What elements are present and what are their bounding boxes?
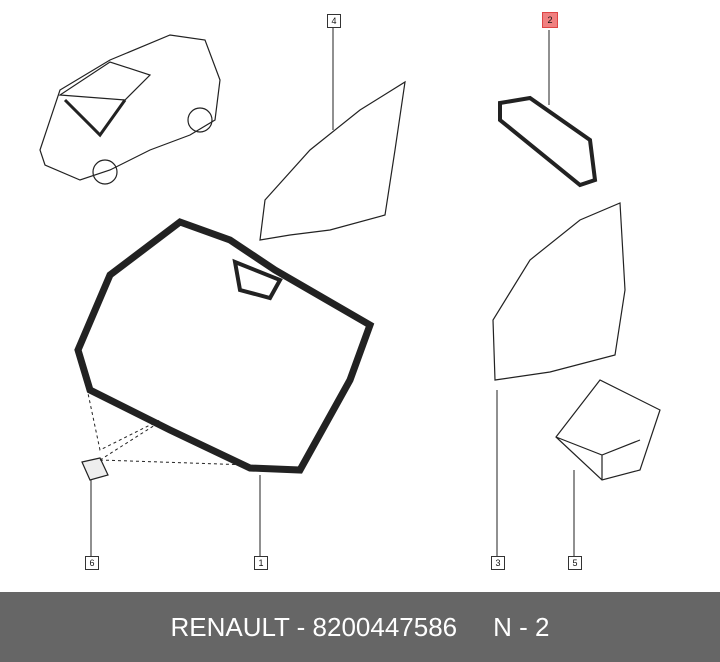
callout-5[interactable]: 5: [568, 556, 582, 570]
callout-3[interactable]: 3: [491, 556, 505, 570]
clip-kit-box: [555, 379, 661, 481]
diagram-position: N - 2: [493, 611, 550, 642]
windscreen: [74, 218, 375, 474]
callout-6[interactable]: 6: [85, 556, 99, 570]
brand-part-number: RENAULT - 8200447586: [170, 611, 458, 642]
front-door-glass: [259, 80, 406, 241]
parts-diagram: [39, 28, 661, 558]
part-info-bar: RENAULT - 8200447586 N - 2: [0, 592, 720, 662]
callout-4[interactable]: 4: [327, 14, 341, 28]
rear-door-glass: [492, 202, 626, 381]
adhesive-block: [81, 457, 109, 481]
callout-1[interactable]: 1: [254, 556, 268, 570]
quarter-glass: [498, 95, 598, 188]
vehicle-illustration: [39, 34, 221, 185]
callout-2-highlighted[interactable]: 2: [542, 12, 558, 28]
